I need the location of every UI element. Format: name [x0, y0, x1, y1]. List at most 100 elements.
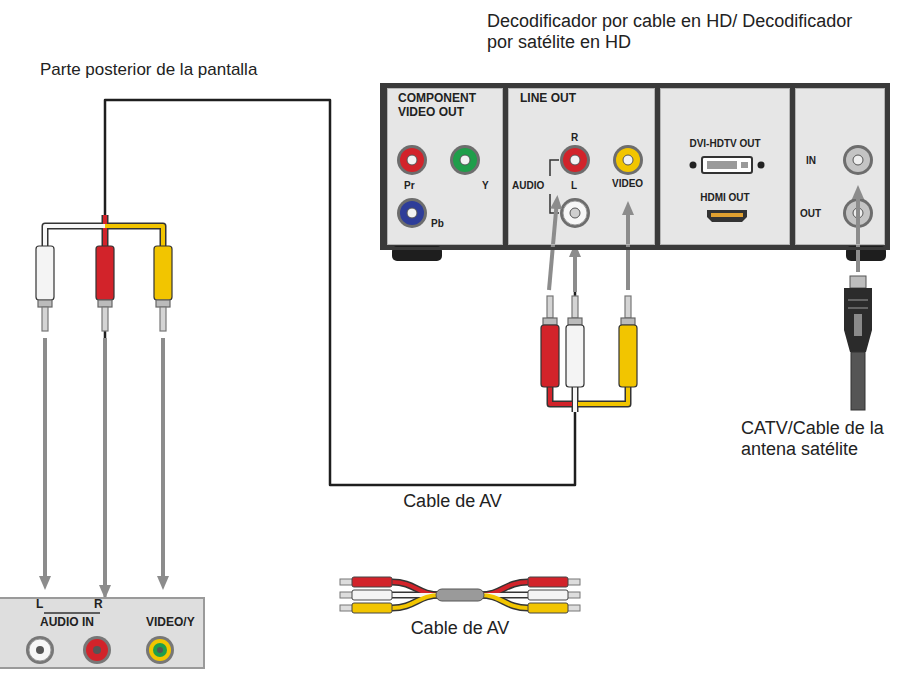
rca-plug	[36, 246, 637, 387]
jack-label: Pr	[404, 180, 415, 192]
line-out-panel: LINE OUTRAUDIOLVIDEO	[508, 88, 655, 245]
rca-plug	[156, 300, 170, 307]
coax-jack	[846, 148, 870, 172]
dvi-connector	[741, 162, 748, 168]
tv-jack-panel	[153, 643, 167, 657]
audio-bracket	[550, 160, 559, 176]
decoder-body	[380, 83, 890, 261]
rca-jack	[563, 148, 587, 172]
rca-jack	[560, 198, 590, 228]
rca-jack	[560, 145, 590, 175]
rca-wire	[102, 215, 109, 246]
cable-caption: CATV/Cable de la antena satélite	[741, 418, 917, 459]
av-cable-sample	[340, 577, 580, 613]
tv-jack-panel	[44, 612, 100, 614]
jack-label: L	[571, 180, 577, 192]
tv-jack-panel	[29, 639, 51, 661]
coax-jack	[853, 155, 863, 165]
rca-plug	[160, 307, 166, 331]
rca-plug	[619, 325, 637, 387]
rca-plug	[102, 307, 108, 331]
rca-jack	[563, 201, 587, 225]
rca-wire	[573, 387, 577, 412]
tv-jack-panel	[0, 597, 205, 669]
dvi-connector	[707, 161, 737, 169]
hdmi-port	[711, 213, 743, 217]
rca-jack	[407, 208, 417, 218]
tv-jack-panel	[93, 646, 101, 654]
coax-jack	[843, 145, 873, 175]
jack-label: R	[94, 598, 103, 612]
av-cable-sample	[352, 603, 392, 613]
rca-jack	[397, 145, 643, 228]
rca-wire	[105, 226, 163, 246]
av-cable-sample	[528, 590, 568, 600]
tv-jack-panel	[146, 636, 174, 664]
rca-wire	[103, 215, 107, 246]
rca-plug	[566, 325, 584, 387]
insert-arrow	[43, 338, 47, 585]
rca-jack	[570, 208, 580, 218]
rca-plug	[572, 296, 578, 318]
tv-jack-panel	[149, 639, 171, 661]
rca-wire	[550, 387, 572, 404]
insert-arrow	[161, 338, 165, 585]
jack-label: Y	[482, 180, 489, 192]
decoder-body	[380, 83, 890, 250]
coax-cable	[848, 300, 868, 308]
av-cable-sample	[528, 603, 568, 613]
rca-jack	[397, 198, 427, 228]
rca-wire	[105, 226, 163, 246]
decoder-body	[795, 88, 885, 245]
insert-arrow	[103, 338, 107, 587]
jack-label: AUDIO	[512, 180, 544, 192]
rca-jack	[570, 155, 580, 165]
coax-cable	[850, 276, 866, 288]
decoder-box: Decodificador por cable en HD/ Decodific…	[380, 83, 890, 250]
rca-plug	[625, 296, 631, 318]
dvi-connector	[702, 157, 752, 173]
rca-plug	[154, 246, 172, 300]
tv-panel: LRAUDIO INVIDEO/Y	[0, 597, 205, 669]
coax-cable	[856, 190, 860, 272]
component-panel: COMPONENT VIDEO OUTPrYPb	[387, 88, 503, 245]
rca-jack	[453, 148, 477, 172]
rca-plug	[98, 300, 112, 307]
jack-label: VIDEO	[612, 178, 643, 190]
rca-plug	[42, 307, 48, 331]
jack-label: OUT	[800, 208, 821, 220]
cable-caption: Cable de AV	[360, 618, 560, 639]
rca-plug	[96, 246, 114, 300]
decoder-body	[660, 88, 790, 245]
rca-wire	[572, 387, 579, 412]
panel-caption: Parte posterior de la pantalla	[40, 60, 257, 80]
jack-label: L	[36, 598, 43, 612]
rca-plug	[547, 296, 553, 318]
port-label: HDMI OUT	[662, 192, 788, 204]
insert-arrow	[573, 255, 577, 292]
edge-label: Cable de AV	[400, 491, 505, 512]
hdmi-port	[707, 210, 747, 222]
port-label: DVI-HDTV OUT	[662, 138, 788, 150]
dvi-connector	[690, 162, 697, 169]
device-heading: Decodificador por cable en HD/ Decodific…	[487, 11, 867, 52]
av-cable-sample	[436, 589, 484, 601]
rca-wire	[578, 387, 628, 404]
jack-label: VIDEO/Y	[146, 616, 195, 630]
rca-jack	[616, 148, 640, 172]
av-cable-sample	[352, 577, 392, 587]
rca-plug	[541, 325, 559, 387]
rca-wire	[550, 387, 572, 404]
rca-jack	[407, 155, 417, 165]
rca-plug	[36, 246, 54, 300]
dvi-connector	[690, 157, 765, 173]
rca-wire	[45, 226, 105, 246]
hdmi-port	[707, 210, 747, 222]
rca-jack	[613, 145, 643, 175]
jack-label: R	[571, 132, 578, 144]
tv-jack-panel	[0, 597, 205, 669]
digital-panel: DVI-HDTV OUT HDMI OUT	[660, 88, 790, 245]
jack-label: IN	[806, 155, 816, 167]
av-cable-sample	[352, 590, 392, 600]
